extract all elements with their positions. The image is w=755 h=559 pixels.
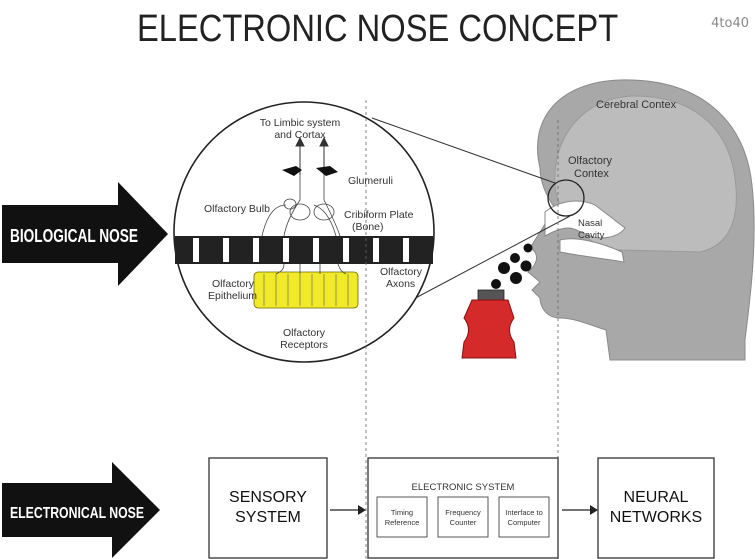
timing-line1: Timing	[391, 508, 413, 517]
timing-reference-box	[376, 496, 428, 538]
label-nasal-line1: Nasal	[578, 218, 602, 229]
freq-line1: Frequency	[445, 508, 481, 517]
sensory-line2: SYSTEM	[235, 509, 301, 526]
mitral-cell-right	[316, 166, 338, 176]
neural-line2: NETWORKS	[610, 509, 702, 526]
label-nasal-line2: Cavity	[578, 230, 605, 241]
label-cerebral-contex: Cerebral Contex	[596, 99, 677, 111]
neural-line1: NEURAL	[624, 489, 689, 506]
biological-nose-label: BIOLOGICAL NOSE	[10, 226, 138, 246]
label-limbic-line1: To Limbic system	[260, 117, 341, 129]
biological-nose-arrow: BIOLOGICAL NOSE	[2, 182, 168, 286]
label-olf-axons-line2: Axons	[386, 278, 415, 290]
label-olf-contex-line2: Contex	[574, 168, 609, 180]
label-olf-epi-line2: Epithelium	[208, 290, 257, 302]
page-title: ELECTRONIC NOSE CONCEPT	[136, 8, 619, 50]
olfactory-zoom-circle	[547, 179, 585, 217]
odor-particles	[491, 243, 533, 289]
watermark: 4to40	[711, 16, 749, 31]
label-cribiform-line1: Cribiform Plate	[344, 209, 414, 221]
label-olf-rec-line2: Receptors	[280, 339, 328, 351]
nasal-cavity	[544, 200, 626, 239]
sensory-line1: SENSORY	[229, 489, 307, 506]
nasal-passage	[559, 238, 625, 263]
red-bottle	[461, 289, 517, 359]
label-glumeruli: Glumeruli	[348, 175, 393, 187]
label-cribiform-line2: (Bone)	[352, 221, 384, 233]
iface-line1: Interface to	[505, 508, 543, 517]
olfactory-receptors-band	[253, 271, 359, 309]
electronic-system-title: ELECTRONIC SYSTEM	[412, 482, 515, 493]
zoom-line-top	[371, 117, 556, 184]
label-olf-axons-line1: Olfactory	[380, 266, 423, 278]
interface-computer-box	[498, 496, 550, 538]
electronical-nose-label: ELECTRONICAL NOSE	[10, 505, 144, 522]
label-olf-epi-line1: Olfactory	[212, 278, 255, 290]
iface-line2: Computer	[508, 518, 541, 527]
neural-networks-box	[597, 457, 715, 559]
freq-line2: Counter	[450, 518, 477, 527]
label-olfactory-bulb: Olfactory Bulb	[204, 203, 270, 215]
sensory-system-box	[208, 457, 328, 559]
mitral-cell-left	[282, 166, 302, 176]
label-olf-contex-line1: Olfactory	[568, 155, 613, 167]
olfactory-detail-circle	[173, 101, 435, 363]
zoom-line-bottom	[407, 215, 571, 303]
electronical-nose-arrow: ELECTRONICAL NOSE	[2, 462, 160, 558]
timing-line2: Reference	[385, 518, 420, 527]
frequency-counter-box	[437, 496, 489, 538]
olfactory-neurons	[261, 140, 347, 275]
label-olf-rec-line1: Olfactory	[283, 327, 326, 339]
cribiform-plate-band	[175, 236, 433, 264]
label-limbic-line2: and Cortax	[274, 129, 326, 141]
